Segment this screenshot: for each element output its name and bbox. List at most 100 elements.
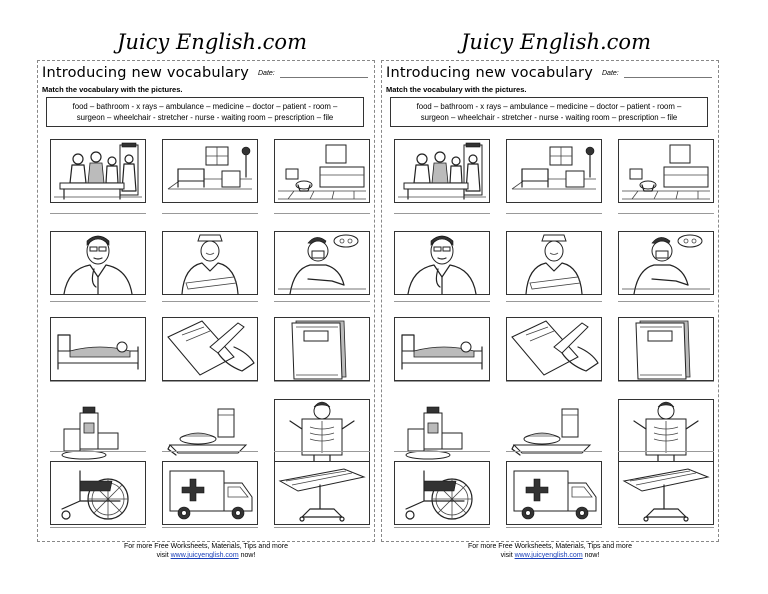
footer-left: For more Free Worksheets, Materials, Tip…: [56, 542, 356, 560]
picture-wheelchair: [394, 461, 490, 525]
file-illustration: [274, 317, 370, 381]
picture-file: [618, 317, 714, 381]
date-label: Date:: [602, 70, 619, 77]
nurse-illustration: [162, 231, 258, 295]
answer-line[interactable]: [50, 381, 146, 382]
answer-line[interactable]: [394, 213, 490, 214]
medicine-illustration: [50, 399, 146, 463]
answer-line[interactable]: [506, 451, 602, 452]
website-link[interactable]: www.juicyenglish.com: [170, 552, 239, 559]
picture-x-rays: [274, 399, 370, 463]
picture-stretcher: [274, 461, 370, 525]
x-rays-illustration: [618, 399, 714, 463]
vocab-line-1: food – bathroom - x rays – ambulance – m…: [72, 102, 338, 111]
surgeon-illustration: [274, 231, 370, 295]
answer-line[interactable]: [506, 213, 602, 214]
patient-illustration: [394, 317, 490, 381]
instruction: Match the vocabulary with the pictures.: [386, 85, 527, 94]
file-illustration: [618, 317, 714, 381]
picture-waiting-room: [50, 139, 146, 203]
picture-prescription: [506, 317, 602, 381]
answer-line[interactable]: [506, 527, 602, 528]
footer-visit: visit: [156, 552, 171, 559]
picture-surgeon: [274, 231, 370, 295]
picture-nurse: [506, 231, 602, 295]
answer-line[interactable]: [50, 527, 146, 528]
answer-line[interactable]: [618, 213, 714, 214]
vocab-line-1: food – bathroom - x rays – ambulance – m…: [416, 102, 682, 111]
date-line[interactable]: [624, 77, 712, 78]
nurse-illustration: [506, 231, 602, 295]
answer-line[interactable]: [274, 301, 370, 302]
answer-line[interactable]: [50, 451, 146, 452]
answer-line[interactable]: [618, 301, 714, 302]
picture-patient: [50, 317, 146, 381]
answer-line[interactable]: [274, 381, 370, 382]
brand-logo: Juicy English.com: [461, 30, 651, 54]
answer-line[interactable]: [50, 213, 146, 214]
medicine-illustration: [394, 399, 490, 463]
food-illustration: [162, 399, 258, 463]
date-line[interactable]: [280, 77, 368, 78]
stretcher-illustration: [618, 461, 714, 525]
picture-prescription: [162, 317, 258, 381]
vocab-line-2: surgeon – wheelchair - stretcher - nurse…: [420, 113, 678, 122]
picture-ambulance: [162, 461, 258, 525]
answer-line[interactable]: [50, 301, 146, 302]
date-label: Date:: [258, 70, 275, 77]
answer-line[interactable]: [394, 451, 490, 452]
answer-line[interactable]: [162, 451, 258, 452]
answer-line[interactable]: [274, 213, 370, 214]
picture-stretcher: [618, 461, 714, 525]
footer-line-1: For more Free Worksheets, Materials, Tip…: [123, 543, 289, 550]
picture-doctor: [394, 231, 490, 295]
answer-line[interactable]: [618, 527, 714, 528]
answer-line[interactable]: [162, 301, 258, 302]
picture-patient: [394, 317, 490, 381]
instruction: Match the vocabulary with the pictures.: [42, 85, 183, 94]
picture-file: [274, 317, 370, 381]
vocabulary-box: food – bathroom - x rays – ambulance – m…: [46, 97, 364, 127]
answer-line[interactable]: [162, 213, 258, 214]
footer-right: For more Free Worksheets, Materials, Tip…: [400, 542, 700, 560]
answer-line[interactable]: [162, 527, 258, 528]
website-link[interactable]: www.juicyenglish.com: [514, 552, 583, 559]
answer-line[interactable]: [162, 381, 258, 382]
picture-ambulance: [506, 461, 602, 525]
answer-line[interactable]: [618, 381, 714, 382]
answer-line[interactable]: [394, 381, 490, 382]
answer-line[interactable]: [506, 301, 602, 302]
waiting-room-illustration: [50, 139, 146, 203]
x-rays-illustration: [274, 399, 370, 463]
answer-line[interactable]: [394, 527, 490, 528]
picture-room: [506, 139, 602, 203]
answer-line[interactable]: [274, 527, 370, 528]
picture-food: [162, 399, 258, 463]
worksheet-title: Introducing new vocabulary: [42, 65, 250, 81]
food-illustration: [506, 399, 602, 463]
answer-line[interactable]: [618, 451, 714, 452]
picture-medicine: [394, 399, 490, 463]
worksheet-left: Introducing new vocabulary Date: Match t…: [37, 60, 375, 542]
surgeon-illustration: [618, 231, 714, 295]
footer-now: now!: [582, 552, 600, 559]
wheelchair-illustration: [50, 461, 146, 525]
doctor-illustration: [50, 231, 146, 295]
picture-nurse: [162, 231, 258, 295]
footer-visit: visit: [500, 552, 515, 559]
answer-line[interactable]: [274, 451, 370, 452]
picture-room: [162, 139, 258, 203]
bathroom-illustration: [618, 139, 714, 203]
answer-line[interactable]: [394, 301, 490, 302]
picture-bathroom: [618, 139, 714, 203]
prescription-illustration: [162, 317, 258, 381]
ambulance-illustration: [506, 461, 602, 525]
doctor-illustration: [394, 231, 490, 295]
footer-now: now!: [238, 552, 256, 559]
prescription-illustration: [506, 317, 602, 381]
picture-medicine: [50, 399, 146, 463]
picture-x-rays: [618, 399, 714, 463]
picture-food: [506, 399, 602, 463]
answer-line[interactable]: [506, 381, 602, 382]
picture-bathroom: [274, 139, 370, 203]
